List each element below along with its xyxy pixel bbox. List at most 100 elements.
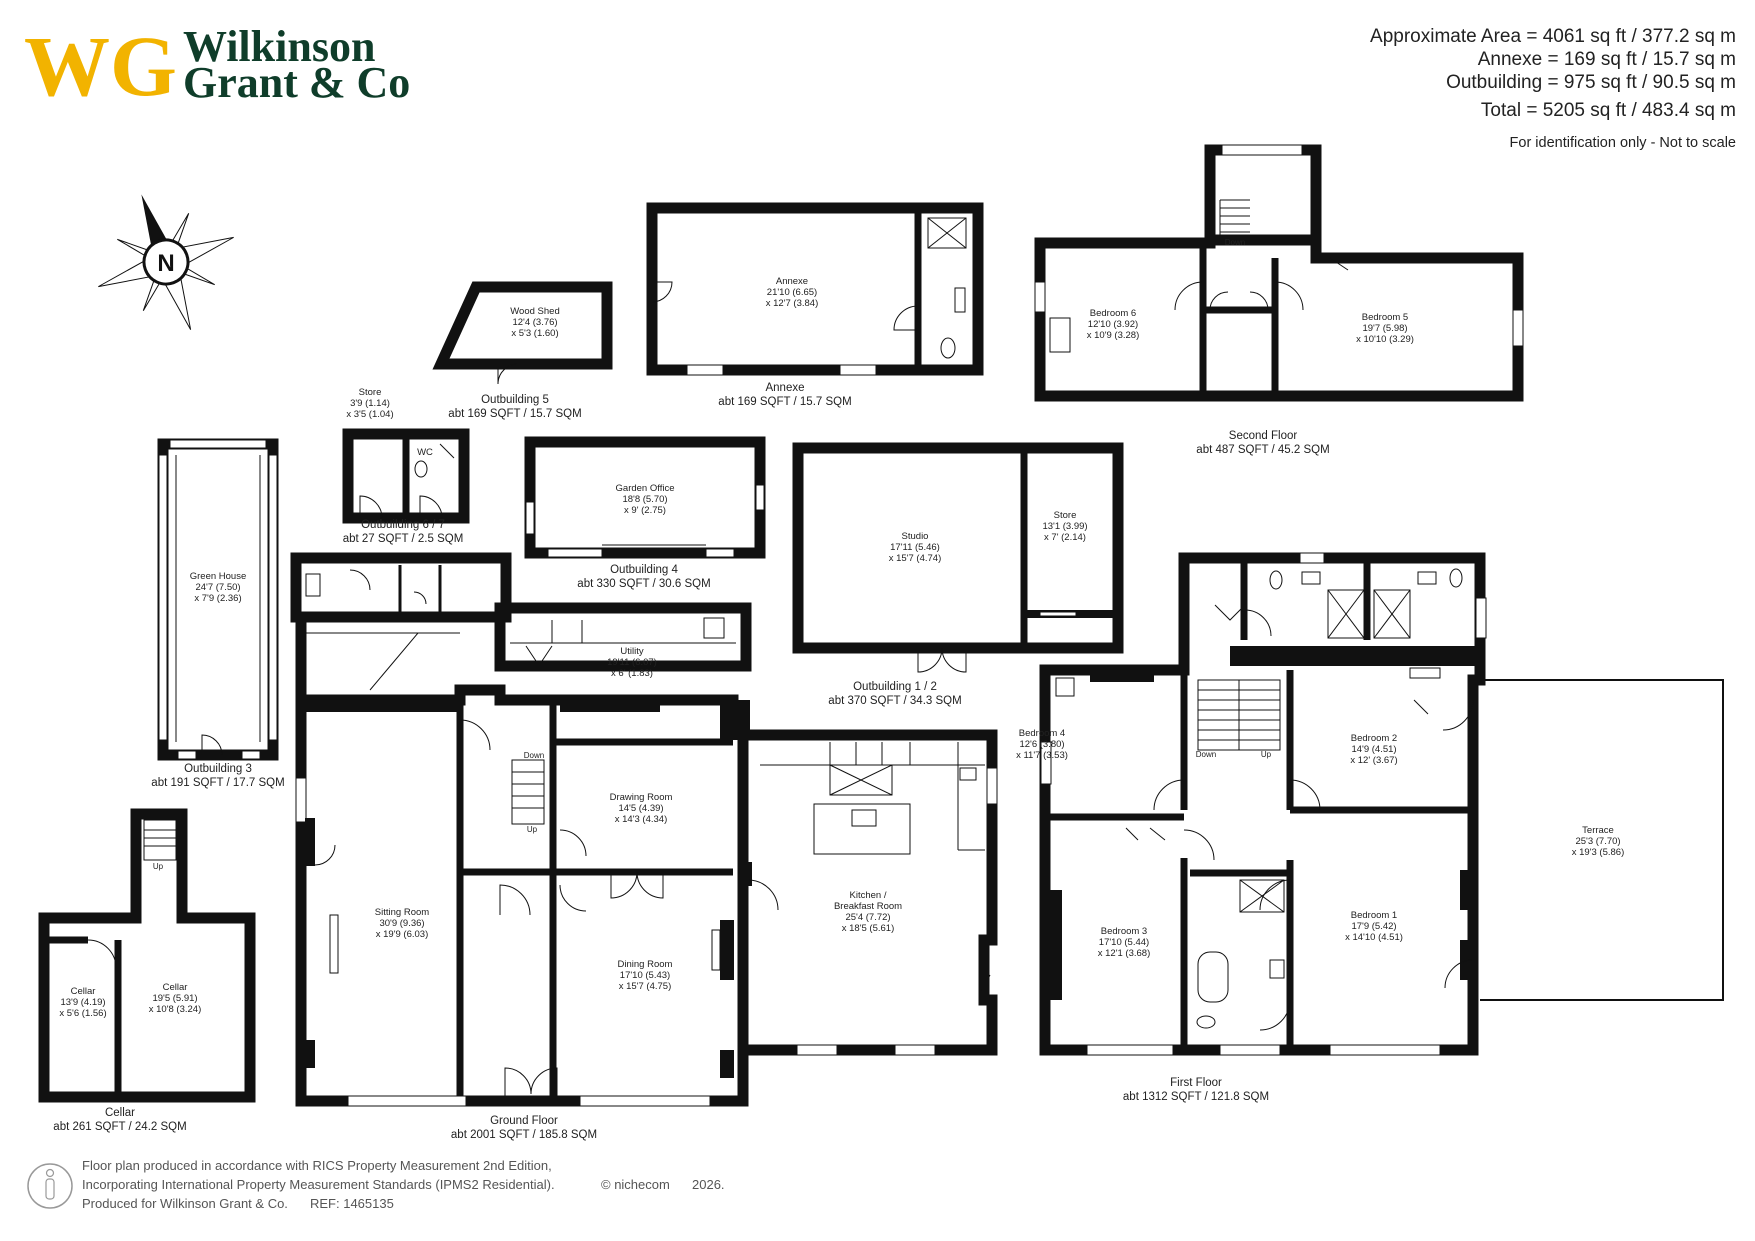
annexe-room-dim1: 21'10 (6.65)	[767, 287, 817, 298]
area-summary: Approximate Area = 4061 sq ft / 377.2 sq…	[1370, 26, 1736, 151]
bedroom6-dim1: 12'10 (3.92)	[1088, 319, 1138, 330]
outbuilding-4: Garden Office 18'8 (5.70) x 9' (2.75) Ou…	[524, 436, 766, 590]
terrace-dim2: x 19'3 (5.86)	[1572, 847, 1625, 858]
green-house-name: Green House	[190, 571, 247, 582]
outbuilding-3-caption: Outbuilding 3	[184, 763, 252, 775]
company-logo: WG Wilkinson Grant & Co	[24, 18, 410, 114]
sitting-room-dim1: 30'9 (9.36)	[379, 918, 424, 929]
cellar-caption-area: abt 261 SQFT / 24.2 SQM	[53, 1121, 186, 1133]
sitting-room-name: Sitting Room	[375, 907, 429, 918]
bedroom2-dim2: x 12' (3.67)	[1350, 755, 1397, 766]
annexe-room-dim2: x 12'7 (3.84)	[766, 298, 819, 309]
logo-name-line1: Wilkinson	[183, 22, 375, 71]
identification-note: For identification only - Not to scale	[1510, 135, 1736, 151]
outbuilding-67-area: abt 27 SQFT / 2.5 SQM	[343, 533, 464, 545]
bedroom4-name: Bedroom 4	[1019, 728, 1065, 739]
studio-dim2: x 15'7 (4.74)	[889, 553, 942, 564]
first-floor-plan: Down Up Bedroom 4 12'6 (3.80) x 11'7 (3.…	[1016, 552, 1724, 1103]
footer-copyright: © nichecom	[601, 1177, 670, 1192]
store-studio-dim2: x 7' (2.14)	[1044, 532, 1086, 543]
bedroom2-name: Bedroom 2	[1351, 733, 1397, 744]
cellar-caption: Cellar	[105, 1107, 135, 1119]
north-compass-icon: N	[98, 194, 234, 330]
wood-shed-dim2: x 5'3 (1.60)	[511, 328, 558, 339]
annexe-caption: Annexe	[765, 382, 804, 394]
second-floor-caption: Second Floor	[1229, 430, 1298, 442]
ground-floor-area: abt 2001 SQFT / 185.8 SQM	[451, 1129, 597, 1141]
wood-shed-name: Wood Shed	[510, 306, 559, 317]
cellar-large-dim1: 19'5 (5.91)	[152, 993, 197, 1004]
first-stair-down: Down	[1196, 750, 1216, 759]
terrace-name: Terrace	[1582, 825, 1614, 836]
sitting-room-dim2: x 19'9 (6.03)	[376, 929, 429, 940]
utility-dim2: x 6' (1.83)	[611, 668, 653, 679]
kitchen-dim1: 25'4 (7.72)	[845, 912, 890, 923]
bedroom5-dim2: x 10'10 (3.29)	[1356, 334, 1414, 345]
studio-dim1: 17'11 (5.46)	[890, 542, 940, 553]
footer-line3: Produced for Wilkinson Grant & Co.	[82, 1196, 288, 1211]
garden-office-dim1: 18'8 (5.70)	[622, 494, 667, 505]
footer-year: 2026.	[692, 1177, 725, 1192]
kitchen-dim2: x 18'5 (5.61)	[842, 923, 895, 934]
footer-ref: REF: 1465135	[310, 1196, 394, 1211]
second-floor-stair-down: Down	[1225, 238, 1245, 247]
outbuilding-67-caption: Outbuilding 6 / 7	[361, 519, 445, 531]
annexe-area: Annexe = 169 sq ft / 15.7 sq m	[1478, 49, 1736, 70]
utility-name: Utility	[620, 646, 643, 657]
outbuilding-5: Wood Shed 12'4 (3.76) x 5'3 (1.60) Outbu…	[432, 281, 613, 420]
drawing-room-dim2: x 14'3 (4.34)	[615, 814, 668, 825]
garden-office-name: Garden Office	[616, 483, 675, 494]
first-floor-caption: First Floor	[1170, 1077, 1222, 1089]
outbuilding-6-7: WC Store 3'9 (1.14) x 3'5 (1.04) Outbuil…	[342, 387, 470, 545]
ipms-person-icon	[27, 1163, 73, 1209]
terrace-dim1: 25'3 (7.70)	[1575, 836, 1620, 847]
utility-dim1: 19'11 (6.07)	[607, 657, 657, 668]
outbuilding-5-caption: Outbuilding 5	[481, 394, 549, 406]
bedroom1-name: Bedroom 1	[1351, 910, 1397, 921]
cellar-small-dim1: 13'9 (4.19)	[60, 997, 105, 1008]
bedroom5-name: Bedroom 5	[1362, 312, 1408, 323]
outbuilding-4-area: abt 330 SQFT / 30.6 SQM	[577, 578, 710, 590]
logo-monogram: WG	[24, 18, 177, 114]
ground-floor-caption: Ground Floor	[490, 1115, 558, 1127]
studio-name: Studio	[902, 531, 929, 542]
bedroom3-dim2: x 12'1 (3.68)	[1098, 948, 1151, 959]
drawing-room-name: Drawing Room	[610, 792, 673, 803]
outbuilding-area: Outbuilding = 975 sq ft / 90.5 sq m	[1446, 72, 1736, 93]
outbuilding-3: Green House 24'7 (7.50) x 7'9 (2.36) Out…	[151, 438, 285, 789]
cellar-small-name: Cellar	[71, 986, 96, 997]
kitchen-name-line2: Breakfast Room	[834, 901, 902, 912]
store-studio-dim1: 13'1 (3.99)	[1042, 521, 1087, 532]
cellar-small-dim2: x 5'6 (1.56)	[59, 1008, 106, 1019]
bedroom2-dim1: 14'9 (4.51)	[1351, 744, 1396, 755]
cellar-large-name: Cellar	[163, 982, 188, 993]
second-floor-plan: Down Bedroom 6 12'10 (3.92) x 10'9 (3.28…	[1034, 144, 1524, 456]
dining-room-dim2: x 15'7 (4.75)	[619, 981, 672, 992]
second-floor-area: abt 487 SQFT / 45.2 SQM	[1196, 444, 1329, 456]
first-stair-up: Up	[1261, 750, 1272, 759]
bedroom3-dim1: 17'10 (5.44)	[1099, 937, 1149, 948]
outbuilding-5-area: abt 169 SQFT / 15.7 SQM	[448, 408, 581, 420]
ground-stair-down: Down	[524, 751, 544, 760]
bedroom4-dim1: 12'6 (3.80)	[1019, 739, 1064, 750]
bedroom1-dim1: 17'9 (5.42)	[1351, 921, 1396, 932]
compass-label: N	[157, 250, 174, 277]
cellar-stair-up: Up	[153, 862, 164, 871]
bedroom6-dim2: x 10'9 (3.28)	[1087, 330, 1140, 341]
total-area: Total = 5205 sq ft / 483.4 sq m	[1481, 100, 1736, 121]
garden-office-dim2: x 9' (2.75)	[624, 505, 666, 516]
logo-name-line2: Grant & Co	[183, 58, 410, 107]
kitchen-name-line1: Kitchen /	[850, 890, 887, 901]
footer-line2: Incorporating International Property Mea…	[82, 1177, 555, 1192]
outbuilding-12-area: abt 370 SQFT / 34.3 SQM	[828, 695, 961, 707]
footer: Floor plan produced in accordance with R…	[27, 1158, 725, 1211]
outbuilding-3-area: abt 191 SQFT / 17.7 SQM	[151, 777, 284, 789]
bedroom5-dim1: 19'7 (5.98)	[1362, 323, 1407, 334]
first-floor-area: abt 1312 SQFT / 121.8 SQM	[1123, 1091, 1269, 1103]
dining-room-dim1: 17'10 (5.43)	[620, 970, 670, 981]
annexe-room-name: Annexe	[776, 276, 808, 287]
green-house-dim1: 24'7 (7.50)	[195, 582, 240, 593]
annexe-caption-area: abt 169 SQFT / 15.7 SQM	[718, 396, 851, 408]
bedroom6-name: Bedroom 6	[1090, 308, 1136, 319]
